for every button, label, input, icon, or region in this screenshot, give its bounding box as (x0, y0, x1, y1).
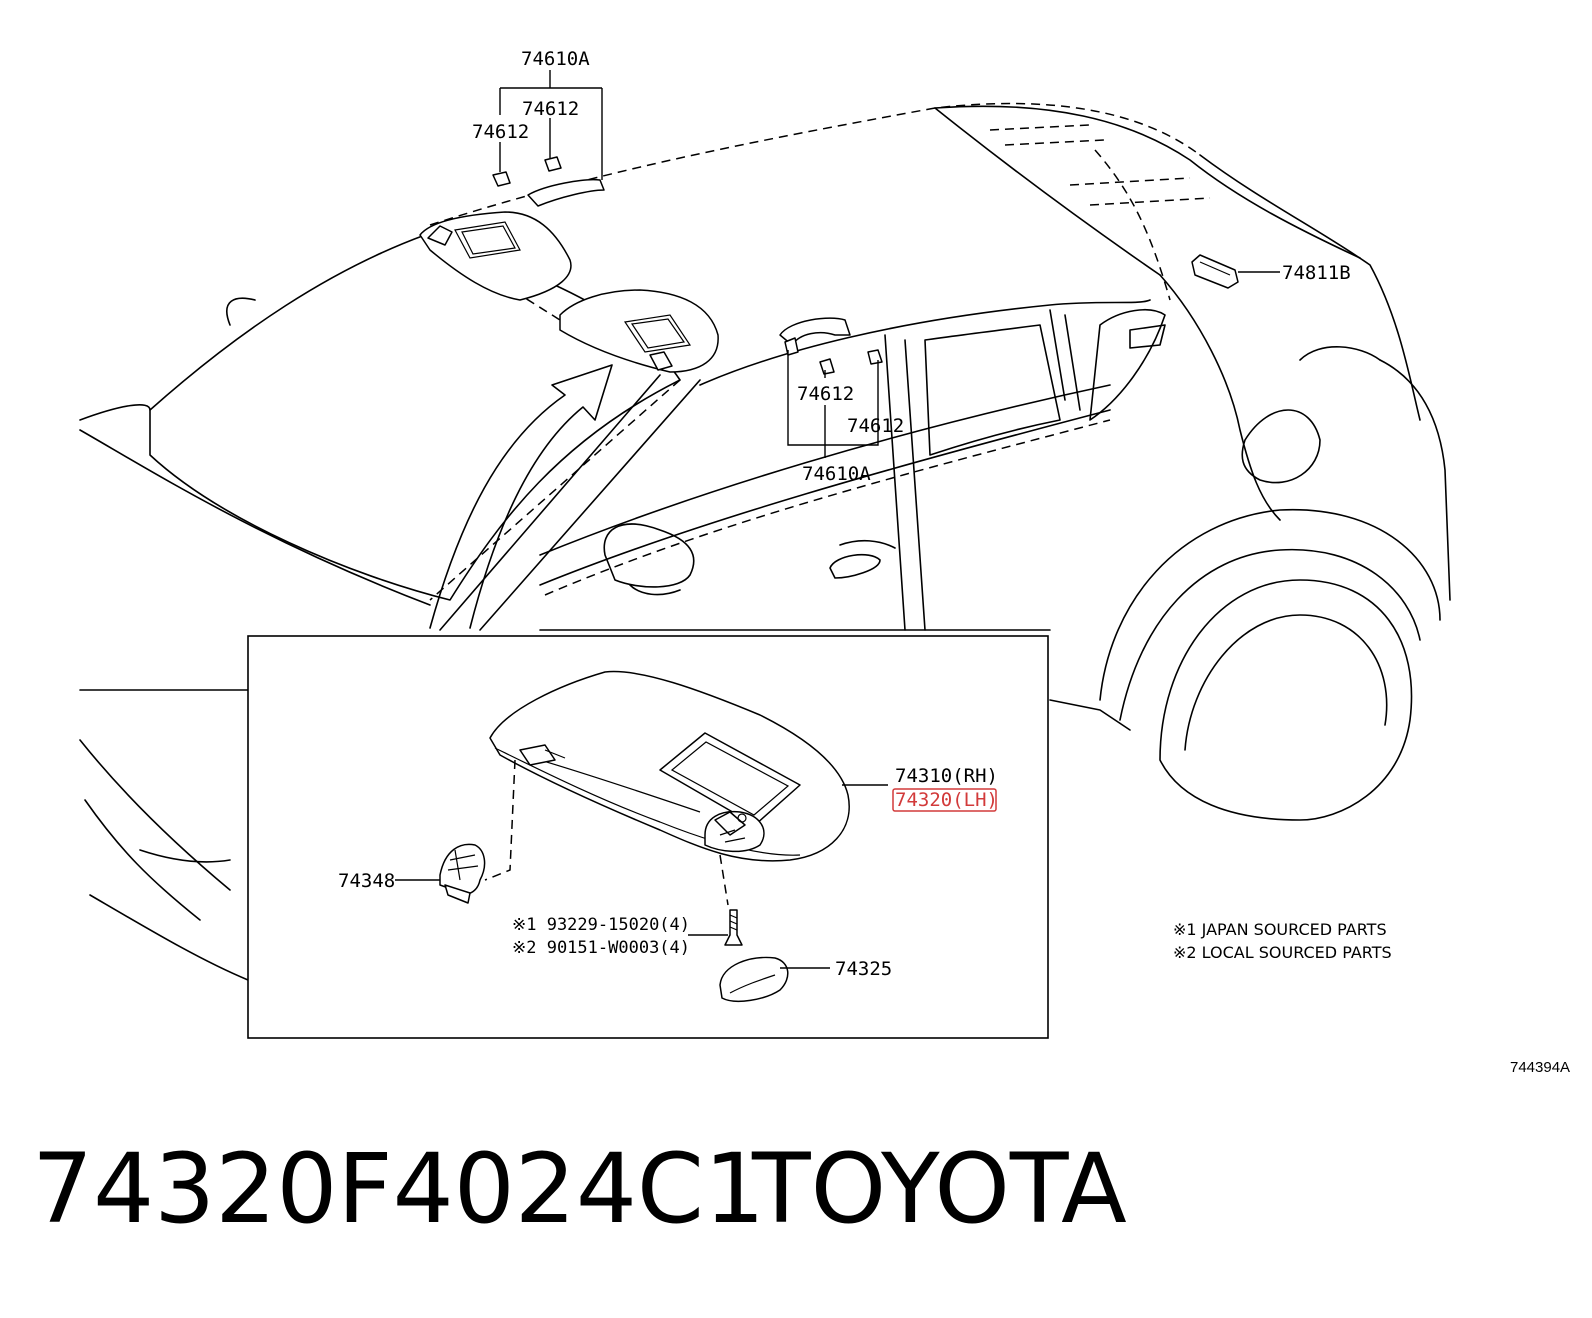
brand-caption: TOYOTA (751, 1133, 1127, 1245)
sun-visor-detail (489, 670, 850, 862)
note-japan-sourced: ※1 JAPAN SOURCED PARTS (1173, 920, 1387, 939)
callout-90151: ※2 90151-W0003(4) (512, 938, 690, 958)
callout-74612-mid-a: 74612 (797, 383, 854, 405)
part-number-caption: 74320F4024C1 (32, 1133, 765, 1245)
callout-74348: 74348 (338, 870, 395, 892)
callout-74310-rh: 74310(RH) (895, 765, 998, 787)
diagram-reference: 744394A (1510, 1059, 1570, 1076)
visor-holder-clip (439, 843, 486, 904)
sun-visor-left-installed (419, 211, 572, 301)
callout-74612-top-left: 74612 (472, 121, 529, 143)
note-local-sourced: ※2 LOCAL SOURCED PARTS (1173, 943, 1392, 962)
room-lamp-rear (1191, 254, 1239, 289)
highlight-box (892, 788, 997, 812)
sun-visor-right-installed (559, 289, 719, 373)
assist-grip-rear (779, 317, 883, 375)
callout-74320-lh: 74320(LH) (895, 789, 998, 811)
callout-74610A-mid: 74610A (802, 463, 871, 485)
detail-inset (247, 635, 1049, 1039)
callout-74612-top-right: 74612 (522, 98, 579, 120)
callout-74811B: 74811B (1282, 262, 1351, 284)
callout-74325: 74325 (835, 958, 892, 980)
assist-grip-front (492, 156, 605, 207)
screw (724, 909, 743, 946)
screw-cover (719, 956, 789, 1002)
callout-93229: ※1 93229-15020(4) (512, 915, 690, 935)
callout-leaders-top (499, 70, 1280, 458)
vehicle-outline (79, 102, 1451, 981)
callout-74610A-top: 74610A (521, 48, 590, 70)
callout-74612-mid-b: 74612 (847, 415, 904, 437)
